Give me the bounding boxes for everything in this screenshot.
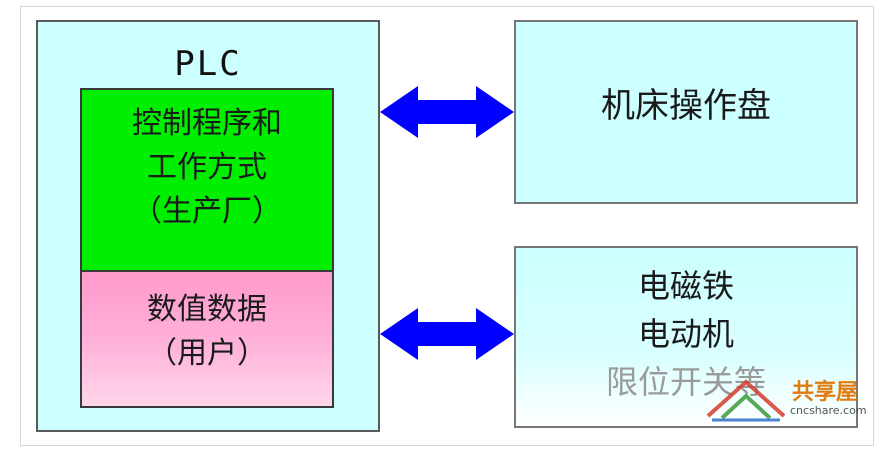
watermark-text: 共享屋 bbox=[792, 380, 859, 405]
program-line-1: 控制程序和 bbox=[132, 106, 282, 141]
double-arrow-bottom bbox=[380, 308, 514, 360]
watermark: 共享屋 cncshare.com bbox=[704, 372, 874, 428]
device-line-1: 电磁铁 bbox=[637, 267, 734, 305]
device-line-3: 限位开关等 bbox=[605, 363, 766, 401]
machine-operation-panel-box: 机床操作盘 bbox=[514, 20, 858, 204]
watermark-logo-icon bbox=[706, 379, 786, 422]
device-line-2: 电动机 bbox=[637, 315, 734, 353]
program-line-2: 工作方式 bbox=[147, 150, 267, 185]
program-line-3: （生产厂） bbox=[132, 194, 282, 229]
operation-panel-label: 机床操作盘 bbox=[601, 86, 771, 126]
numeric-data-box: 数值数据 （用户） bbox=[80, 270, 334, 408]
watermark-subtext: cncshare.com bbox=[790, 404, 867, 417]
data-line-2: （用户） bbox=[147, 336, 267, 371]
data-line-1: 数值数据 bbox=[147, 292, 267, 327]
plc-title: PLC bbox=[174, 44, 242, 84]
io-devices-box: 电磁铁 电动机 限位开关等 bbox=[514, 246, 858, 428]
control-program-box: 控制程序和 工作方式 （生产厂） bbox=[80, 88, 334, 272]
double-arrow-top bbox=[380, 86, 514, 138]
